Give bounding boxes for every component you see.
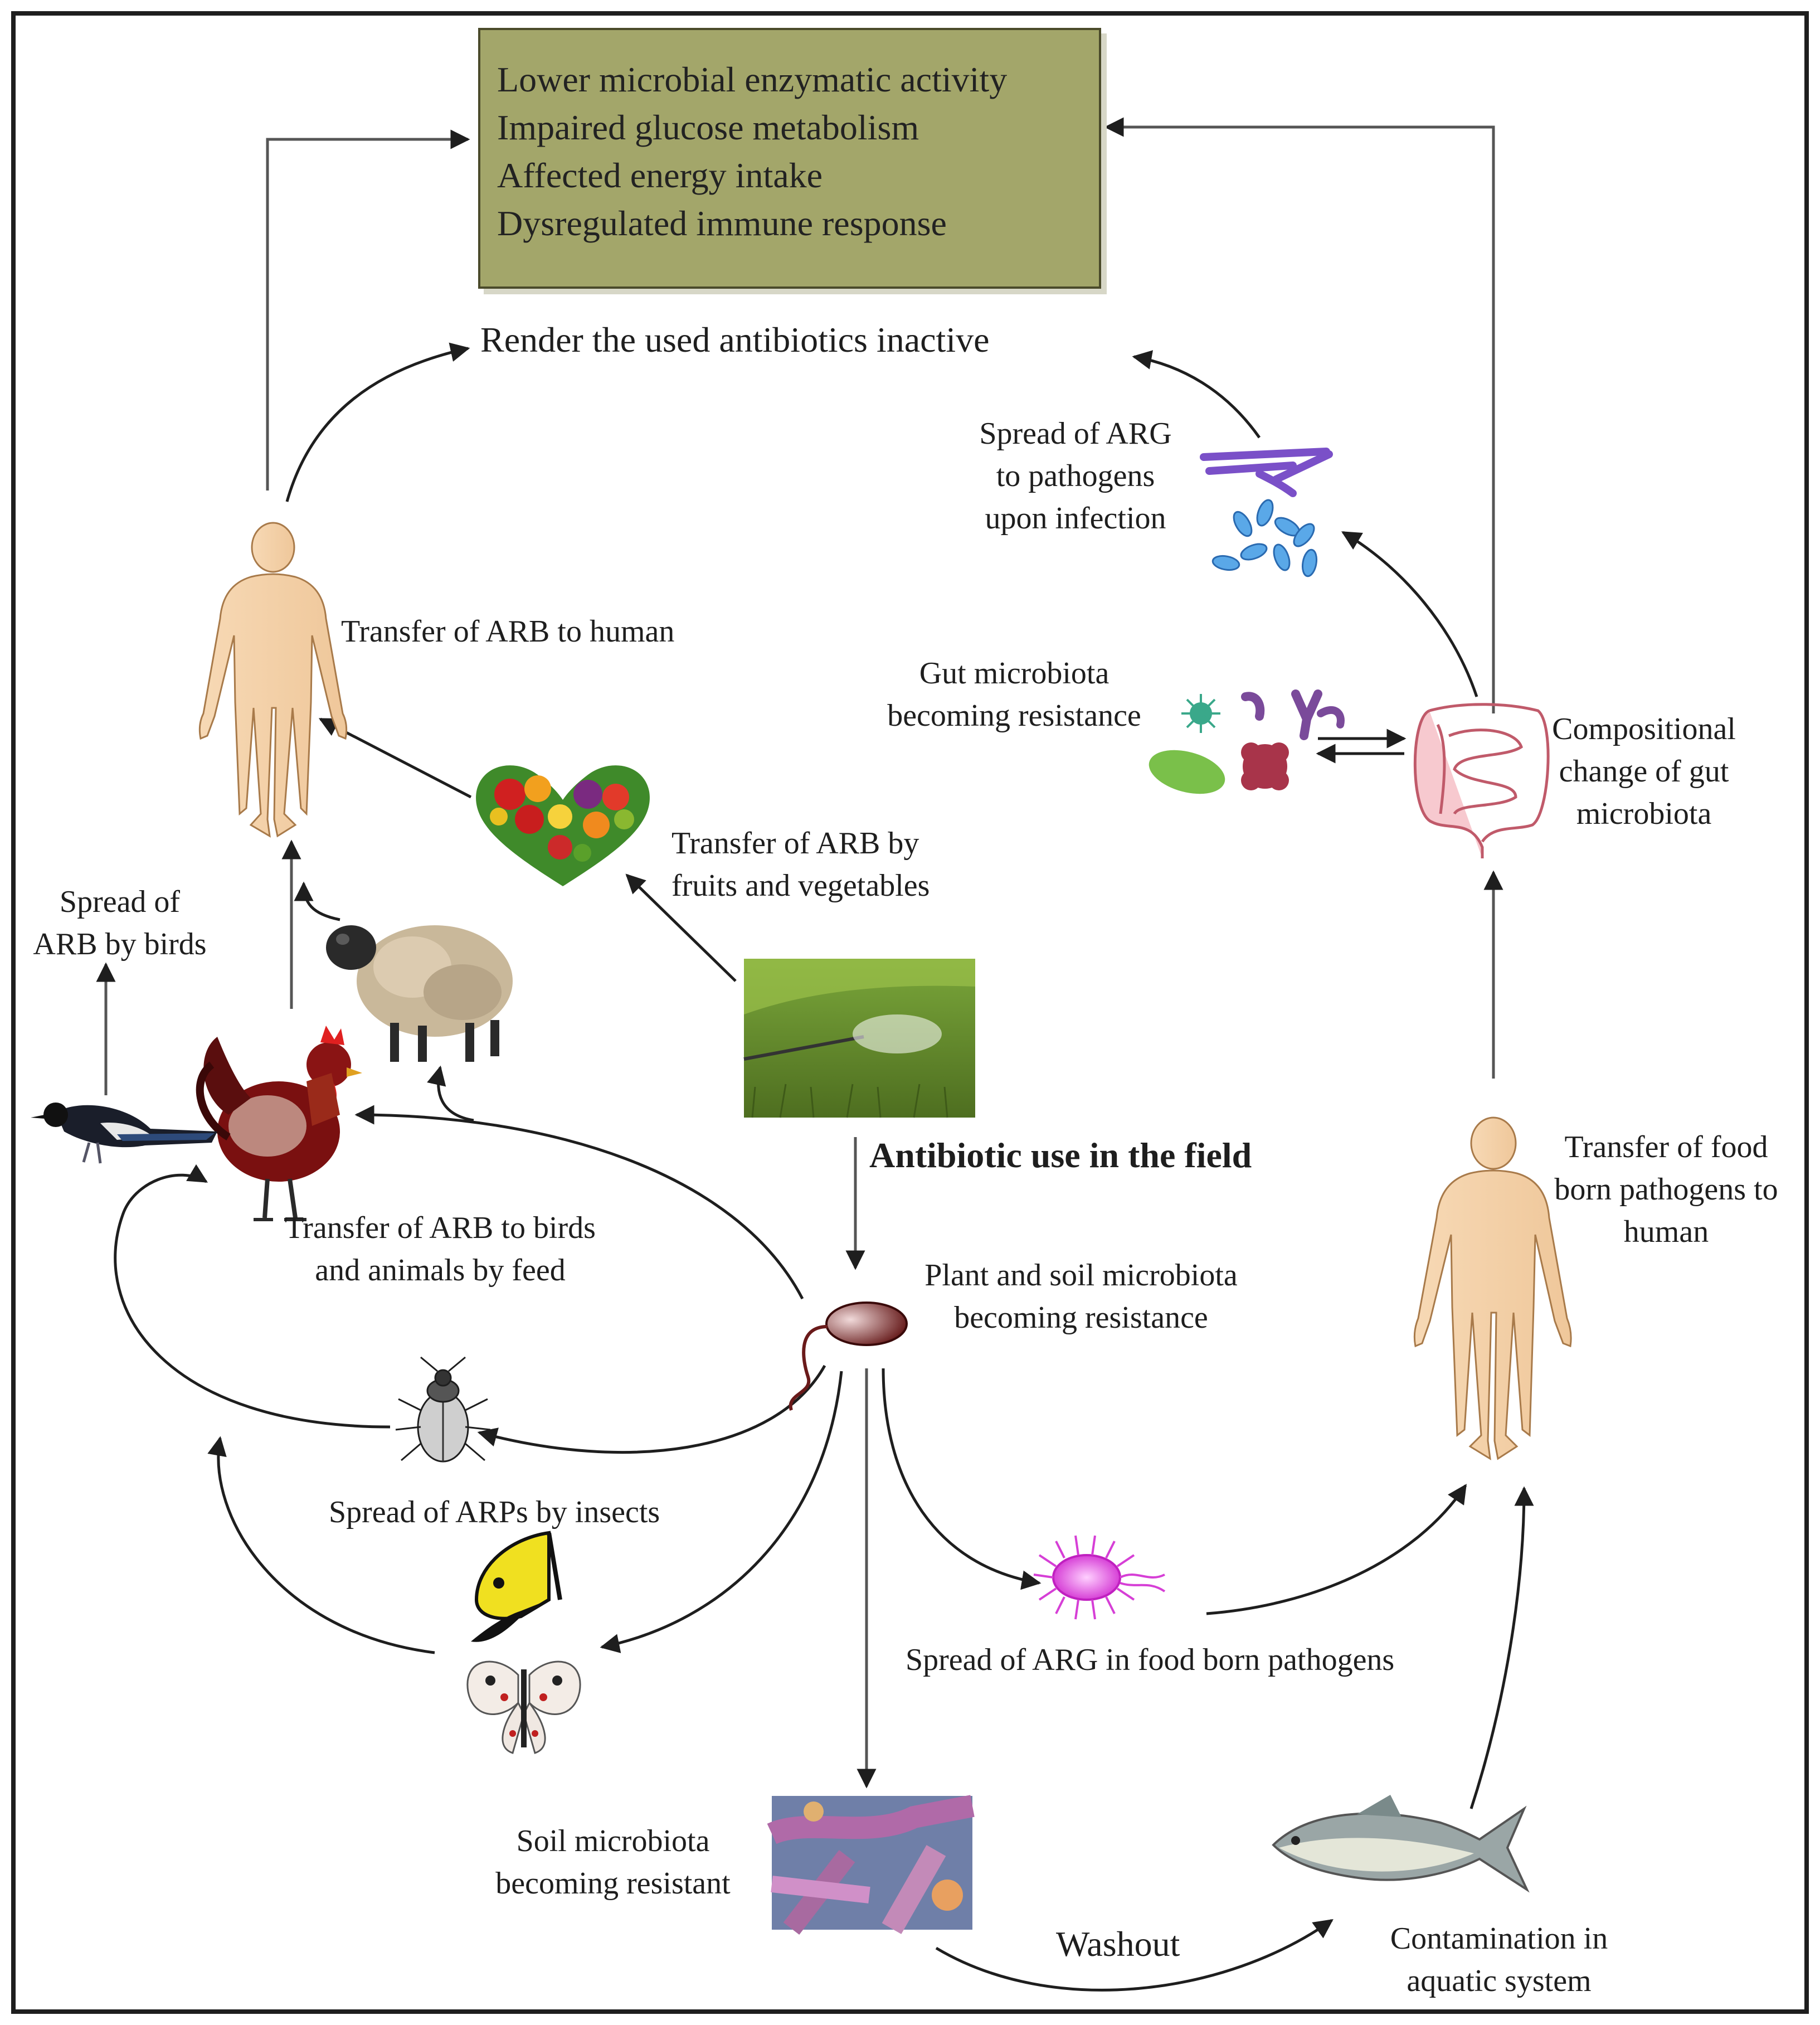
arrow-bacterium-to-pathogen <box>882 1368 1042 1590</box>
beetle-icon <box>395 1356 491 1463</box>
arrow-human-to-inactive <box>285 342 470 502</box>
soil-resistant-label: Soil microbiota becoming resistant <box>495 1824 731 1901</box>
effects-box: Lower microbial enzymatic activity Impai… <box>478 28 1101 289</box>
compositional-change-label: Compositional change of gut microbiota <box>1552 712 1736 831</box>
arrow-bacterium-to-butterfly <box>600 1371 843 1653</box>
gut-microbiota-resistance-label: Gut microbiota becoming resistance <box>887 656 1141 733</box>
effects-list: Lower microbial enzymatic activity Impai… <box>480 30 1099 247</box>
magpie-bird-icon <box>31 1103 217 1164</box>
antibiotic-use-field-label: Antibiotic use in the field <box>869 1135 1252 1175</box>
food-pathogen-icon <box>1033 1535 1166 1620</box>
gut-microbiota-icon <box>1149 689 1345 794</box>
spread-birds-label: Spread of ARB by birds <box>33 885 207 961</box>
arrow-washout <box>935 1919 1334 1992</box>
fish-icon <box>1272 1795 1530 1893</box>
outer-frame <box>11 11 1809 2014</box>
effect-glucose-metabolism: Impaired glucose metabolism <box>497 108 919 147</box>
sheep-icon <box>326 925 513 1062</box>
arrows <box>96 117 1534 1992</box>
soil-microbes-image <box>767 1795 975 1935</box>
arrow-feed-to-sheep <box>427 1065 474 1122</box>
render-inactive-label: Render the used antibiotics inactive <box>480 320 990 360</box>
arrow-human-to-effects <box>266 129 470 491</box>
transfer-fruits-vegetables-label: Transfer of ARB by fruits and vegetables <box>671 826 930 903</box>
transfer-arb-human-label: Transfer of ARB to human <box>341 614 675 649</box>
human-right-icon <box>1413 1116 1572 1460</box>
arrow-gut-to-pathogens <box>1341 531 1478 697</box>
arrow-bacterium-to-beetle <box>477 1364 826 1454</box>
spread-arg-food-born-label: Spread of ARG in food born pathogens <box>906 1643 1395 1677</box>
plant-bacterium-icon <box>789 1302 908 1411</box>
arrow-bacterium-to-rooster <box>354 1105 804 1300</box>
spotted-butterfly-icon <box>466 1660 581 1754</box>
arrow-field-to-fruits <box>625 873 737 982</box>
arrow-pathogens-to-inactive <box>1132 350 1261 439</box>
human-left-icon <box>198 522 348 838</box>
transfer-feed-label: Transfer of ARB to birds and animals by … <box>285 1211 596 1288</box>
arrow-sheep-to-human <box>294 881 340 921</box>
fruits-heart-icon <box>476 765 650 886</box>
transfer-food-born-human-label: Transfer of food born pathogens to human <box>1554 1130 1778 1249</box>
pathogen-bacteria-icon <box>1200 448 1333 577</box>
arrow-gut-to-effects <box>1104 117 1495 713</box>
arrow-beetle-to-magpie <box>114 1164 391 1429</box>
green-virus-icon <box>1181 694 1220 733</box>
spread-arg-pathogens-label: Spread of ARG to pathogens upon infectio… <box>979 416 1172 536</box>
rooster-icon <box>196 1026 362 1221</box>
spread-insects-label: Spread of ARPs by insects <box>329 1495 660 1529</box>
intestine-icon <box>1413 703 1550 858</box>
washout-label: Washout <box>1056 1924 1180 1964</box>
yellow-butterfly-icon <box>471 1531 562 1642</box>
plant-soil-resistance-label: Plant and soil microbiota becoming resis… <box>924 1258 1238 1335</box>
aquatic-contamination-label: Contamination in aquatic system <box>1390 1921 1608 1998</box>
arrow-butterfly-to-rooster <box>207 1436 435 1654</box>
arrow-pathogen-to-human <box>1206 1484 1467 1615</box>
effect-immune-response: Dysregulated immune response <box>497 203 947 243</box>
effect-energy-intake: Affected energy intake <box>497 156 823 195</box>
arrow-fish-to-human <box>1469 1486 1534 1809</box>
field-spray-image <box>743 959 975 1118</box>
effect-enzymatic-activity: Lower microbial enzymatic activity <box>497 60 1008 99</box>
